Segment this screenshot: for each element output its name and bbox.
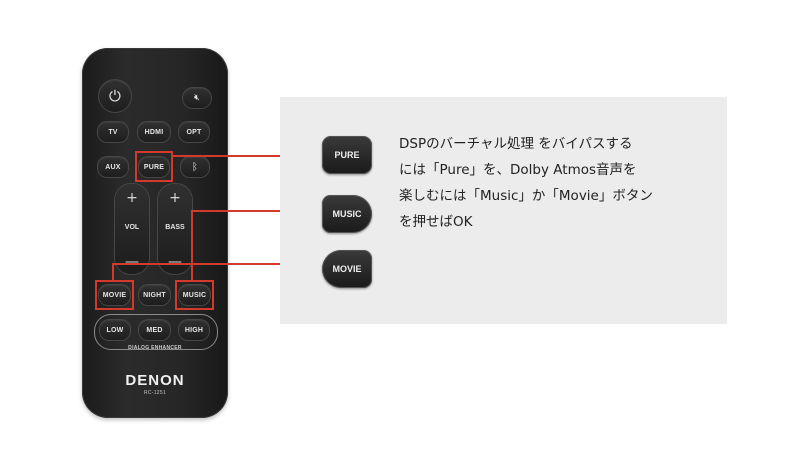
power-button[interactable]: ⏻ <box>99 80 131 112</box>
dialog-enhancer-frame <box>94 314 218 350</box>
bass-label: BASS <box>165 224 185 231</box>
pure-connector <box>173 155 302 157</box>
pure-highlight <box>135 151 173 182</box>
tv-button[interactable]: TV <box>98 122 128 142</box>
music-highlight <box>175 280 214 310</box>
aux-button[interactable]: AUX <box>98 157 128 177</box>
bluetooth-icon: ᛒ <box>191 161 199 173</box>
med-button[interactable]: MED <box>139 320 170 340</box>
description-line: を押せばOK <box>399 214 473 230</box>
vol-label: VOL <box>124 224 140 231</box>
callout-music-button: MUSIC <box>322 195 372 233</box>
bass-up[interactable]: + <box>169 190 181 206</box>
bass-down[interactable]: — <box>168 254 182 270</box>
volume-down[interactable]: — <box>125 254 139 270</box>
brand-logo: DENON <box>125 372 185 389</box>
night-button[interactable]: NIGHT <box>139 285 170 305</box>
callout-pure-button: PURE <box>322 136 372 174</box>
description-line: 楽しむには「Music」か「Movie」ボタン <box>399 188 653 204</box>
model-number: RC-1251 <box>143 390 167 396</box>
music-connector <box>191 210 302 212</box>
music-button[interactable]: MUSIC <box>179 285 210 305</box>
movie-highlight <box>95 280 134 310</box>
bass-rocker[interactable]: + BASS — <box>158 184 192 274</box>
bluetooth-button[interactable]: ᛒ <box>181 157 209 177</box>
power-icon: ⏻ <box>108 87 122 105</box>
movie-connector <box>112 263 302 265</box>
callout-description: DSPのバーチャル処理 をバイパスする には「Pure」を、Dolby Atmo… <box>399 131 719 235</box>
opt-button[interactable]: OPT <box>179 122 209 142</box>
dialog-enhancer-label: DIALOG ENHANCER <box>128 345 182 351</box>
movie-button[interactable]: MOVIE <box>99 285 130 305</box>
description-line: には「Pure」を、Dolby Atmos音声を <box>399 162 637 178</box>
volume-rocker[interactable]: + VOL — <box>115 184 149 274</box>
hdmi-button[interactable]: HDMI <box>138 122 170 142</box>
description-line: DSPのバーチャル処理 をバイパスする <box>399 136 633 152</box>
movie-connector-vertical <box>112 263 114 280</box>
volume-up[interactable]: + <box>126 190 138 206</box>
mute-button[interactable]: 🔇︎ <box>183 88 211 108</box>
music-connector-vertical <box>191 210 193 280</box>
high-button[interactable]: HIGH <box>179 320 209 340</box>
mute-icon: 🔇︎ <box>194 93 200 103</box>
pure-button[interactable]: PURE <box>139 157 169 177</box>
low-button[interactable]: LOW <box>100 320 130 340</box>
callout-movie-button: MOVIE <box>322 250 372 288</box>
